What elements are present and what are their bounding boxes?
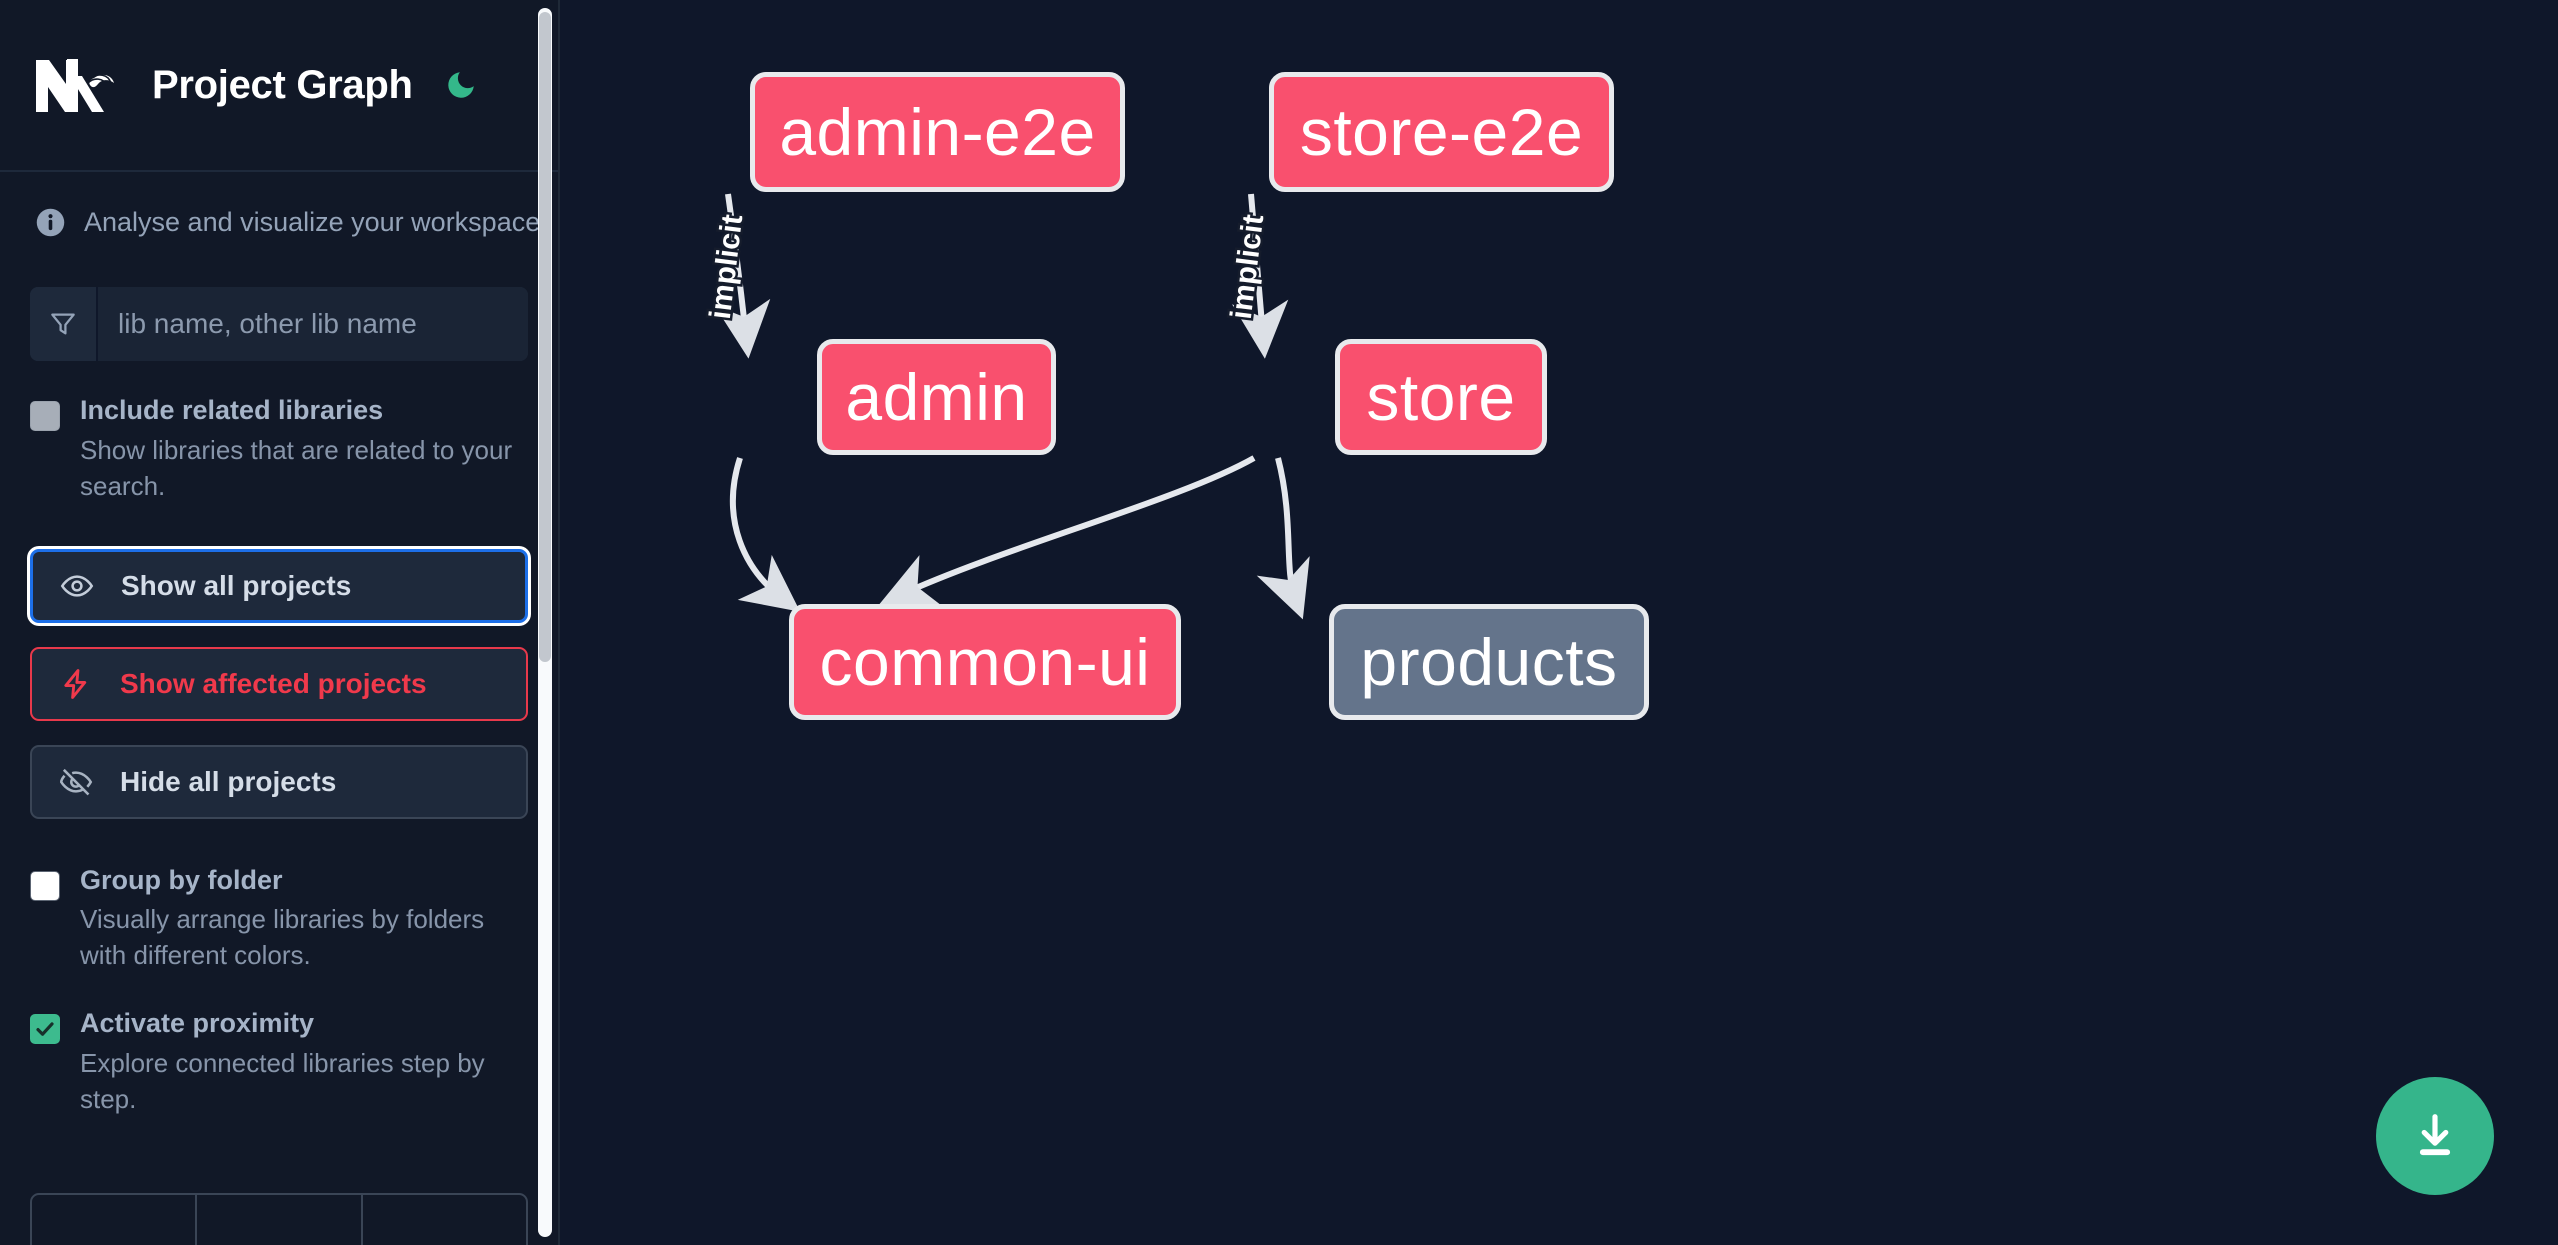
graph-node-label: store-e2e (1299, 95, 1584, 169)
page-title: Project Graph (152, 62, 413, 107)
graph-node-label: admin-e2e (779, 95, 1096, 169)
sidebar-scrollbar-thumb[interactable] (539, 12, 551, 662)
show-affected-projects-label: Show affected projects (120, 667, 427, 699)
option-include-related-libraries[interactable]: Include related libraries Show libraries… (30, 395, 528, 505)
group-by-folder-label: Group by folder (80, 864, 283, 895)
edge-store-e2e-to-store (1232, 193, 1289, 359)
graph-node-admin-e2e[interactable]: admin-e2e (750, 72, 1125, 192)
proximity-step-decrease[interactable] (32, 1195, 198, 1245)
proximity-step-control[interactable] (30, 1193, 528, 1245)
proximity-step-increase[interactable] (363, 1195, 526, 1245)
graph-node-label: admin (845, 360, 1028, 434)
option-activate-proximity[interactable]: Activate proximity Explore connected lib… (30, 1008, 528, 1118)
hide-all-projects-button[interactable]: Hide all projects (30, 744, 528, 819)
graph-node-admin[interactable]: admin (817, 339, 1056, 455)
edge-store-to-products (1256, 457, 1310, 620)
lightning-bolt-icon (58, 666, 94, 702)
include-related-libraries-label: Include related libraries (80, 395, 384, 425)
hide-all-projects-label: Hide all projects (120, 765, 337, 797)
moon-icon[interactable] (441, 65, 481, 105)
sidebar-header: Project Graph (0, 0, 558, 172)
download-button[interactable] (2376, 1077, 2494, 1195)
edge-store-to-common-ui (879, 455, 1256, 607)
graph-node-products[interactable]: products (1329, 604, 1649, 720)
eye-icon (59, 568, 95, 604)
graph-node-label: products (1360, 625, 1618, 699)
download-icon (2419, 1114, 2451, 1156)
edge-admin-e2e-to-admin (714, 193, 771, 359)
include-related-libraries-checkbox[interactable] (30, 401, 60, 431)
graph-canvas[interactable]: implicit implicit admin-e2e store-e2e ad… (560, 0, 2558, 1245)
proximity-step-value[interactable] (197, 1195, 363, 1245)
tagline-text: Analyse and visualize your workspace. (84, 207, 548, 237)
graph-node-label: store (1366, 360, 1516, 434)
show-all-projects-button[interactable]: Show all projects (30, 548, 528, 623)
graph-node-store[interactable]: store (1335, 339, 1547, 455)
group-by-folder-checkbox[interactable] (30, 870, 60, 901)
nx-logo-icon (34, 56, 120, 114)
graph-node-common-ui[interactable]: common-ui (789, 604, 1181, 720)
info-icon (34, 206, 67, 239)
sidebar: Project Graph Analyse and visualize your… (0, 0, 560, 1245)
show-affected-projects-button[interactable]: Show affected projects (30, 646, 528, 721)
edge-label-implicit-store: implicit (1225, 213, 1271, 321)
activate-proximity-label: Activate proximity (80, 1008, 315, 1039)
option-group-by-folder[interactable]: Group by folder Visually arrange librari… (30, 865, 528, 975)
activate-proximity-checkbox[interactable] (30, 1014, 60, 1045)
sidebar-scrollbar[interactable] (538, 8, 552, 1237)
funnel-icon (30, 287, 98, 361)
graph-node-store-e2e[interactable]: store-e2e (1269, 72, 1614, 192)
group-by-folder-description: Visually arrange libraries by folders wi… (80, 904, 485, 971)
activate-proximity-description: Explore connected libraries step by step… (80, 1048, 485, 1114)
eye-off-icon (58, 764, 94, 800)
edge-admin-to-common-ui (729, 457, 801, 612)
show-all-projects-label: Show all projects (121, 569, 352, 601)
search-input[interactable] (98, 287, 528, 361)
sidebar-tagline: Analyse and visualize your workspace. (0, 172, 558, 239)
filter-row (30, 287, 528, 361)
graph-edges: implicit implicit (701, 193, 1310, 620)
include-related-libraries-description: Show libraries that are related to your … (80, 434, 513, 501)
project-visibility-buttons: Show all projects Show affected projects (30, 548, 528, 819)
graph-node-label: common-ui (819, 625, 1151, 699)
